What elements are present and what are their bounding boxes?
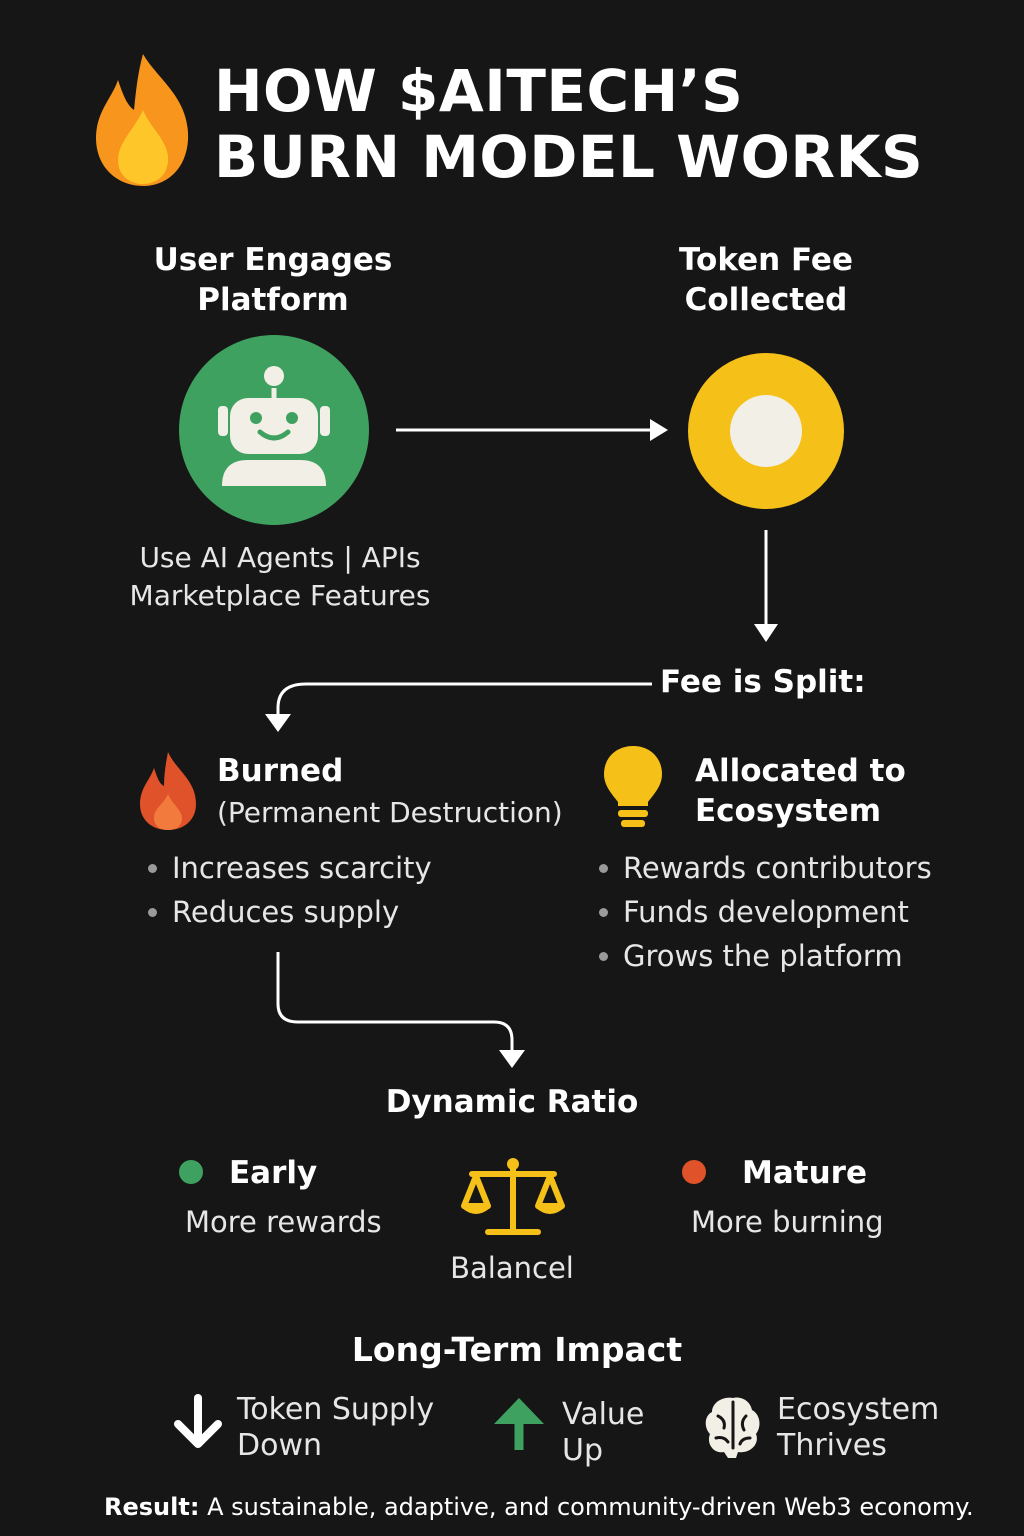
step-fee-title-line2: Collected [684, 282, 848, 318]
coin-icon [688, 353, 844, 509]
burned-subtitle: (Permanent Destruction) [217, 796, 563, 829]
arrowhead-burned [265, 714, 291, 732]
result-footer: Result: A sustainable, adaptive, and com… [104, 1493, 1004, 1521]
ecosystem-title: Allocated to Ecosystem [695, 751, 906, 831]
impact-supply-line1: Token Supply [237, 1392, 435, 1427]
result-text: A sustainable, adaptive, and community-d… [207, 1493, 974, 1521]
impact-supply-label: Token Supply Down [237, 1392, 434, 1464]
ecosystem-title-line2: Ecosystem [695, 793, 882, 829]
brain-icon [705, 1397, 760, 1458]
arrow-burned-to-ratio [276, 952, 514, 1054]
list-item: Rewards contributors [597, 846, 932, 890]
list-item: Grows the platform [597, 934, 932, 978]
impact-ecosystem-line1: Ecosystem [777, 1392, 940, 1427]
impact-value-line2: Up [562, 1433, 604, 1468]
step-user-title-line1: User Engages [153, 242, 393, 278]
early-status-dot [179, 1160, 203, 1184]
flame-icon [140, 752, 196, 830]
ecosystem-title-line1: Allocated to [695, 753, 906, 789]
arrowhead-fee [650, 419, 668, 441]
balance-label: Balancel [450, 1251, 574, 1285]
split-label: Fee is Split: [660, 664, 866, 700]
early-label: Early [229, 1155, 318, 1191]
mature-status-dot [682, 1160, 706, 1184]
list-item: Funds development [597, 890, 932, 934]
page-title-line1: HOW $AITECH’S [214, 57, 744, 125]
step-fee-title-line1: Token Fee [679, 242, 853, 278]
arrowhead-split [754, 624, 778, 642]
arrow-down-icon [174, 1394, 222, 1448]
impact-ecosystem-label: Ecosystem Thrives [777, 1392, 939, 1464]
page-title: HOW $AITECH’S BURN MODEL WORKS [214, 58, 1004, 190]
step-fee-title: Token Fee Collected [616, 240, 916, 320]
impact-title: Long-Term Impact [351, 1330, 683, 1369]
scales-icon [461, 1158, 565, 1235]
page-title-line2: BURN MODEL WORKS [214, 123, 924, 191]
burned-bullets: Increases scarcity Reduces supply [146, 846, 432, 934]
step-user-title-line2: Platform [197, 282, 349, 318]
mature-description: More burning [691, 1205, 884, 1239]
arrowhead-ratio [499, 1050, 525, 1068]
arrow-split-to-burned [276, 682, 652, 718]
lightbulb-icon [604, 746, 662, 827]
step-user-description-line2: Marketplace Features [129, 579, 431, 612]
fire-icon [96, 54, 189, 186]
step-user-description-line1: Use AI Agents | APIs [139, 541, 421, 574]
impact-value-line1: Value [562, 1397, 645, 1432]
burned-title: Burned [217, 753, 344, 789]
arrow-up-icon [494, 1398, 544, 1450]
result-label: Result: [104, 1493, 200, 1521]
ecosystem-bullets: Rewards contributors Funds development G… [597, 846, 932, 978]
list-item: Reduces supply [146, 890, 432, 934]
mature-label: Mature [742, 1155, 867, 1191]
impact-ecosystem-line2: Thrives [777, 1428, 887, 1463]
impact-value-label: Value Up [562, 1397, 644, 1469]
list-item: Increases scarcity [146, 846, 432, 890]
early-description: More rewards [185, 1205, 382, 1239]
ratio-title: Dynamic Ratio [385, 1084, 639, 1120]
step-user-title: User Engages Platform [123, 240, 423, 320]
robot-icon [179, 335, 369, 525]
impact-supply-line2: Down [237, 1428, 323, 1463]
step-user-description: Use AI Agents | APIs Marketplace Feature… [100, 539, 460, 615]
